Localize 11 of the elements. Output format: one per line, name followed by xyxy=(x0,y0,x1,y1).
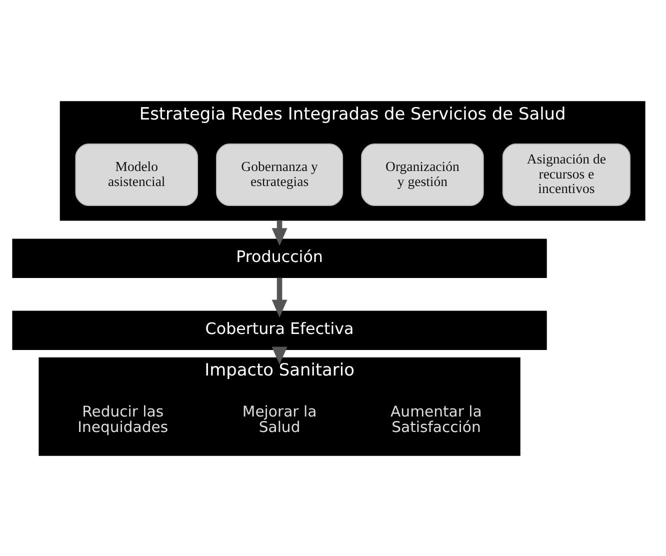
node-box: Producción xyxy=(12,238,547,278)
arrow xyxy=(272,346,288,364)
arrow xyxy=(272,220,288,246)
node-text: Mejorar la Salud xyxy=(242,402,317,436)
node-box: Organización y gestión xyxy=(361,143,484,206)
node-box: Asignación de recursos e incentivos xyxy=(502,143,630,206)
node-text: Reducir las Inequidades xyxy=(78,402,168,436)
arrow xyxy=(272,277,288,317)
node-box: Gobernanza y estrategias xyxy=(216,143,344,206)
node-text: Aumentar la Satisfacción xyxy=(390,402,482,436)
node-box: Modelo asistencial xyxy=(75,143,198,206)
